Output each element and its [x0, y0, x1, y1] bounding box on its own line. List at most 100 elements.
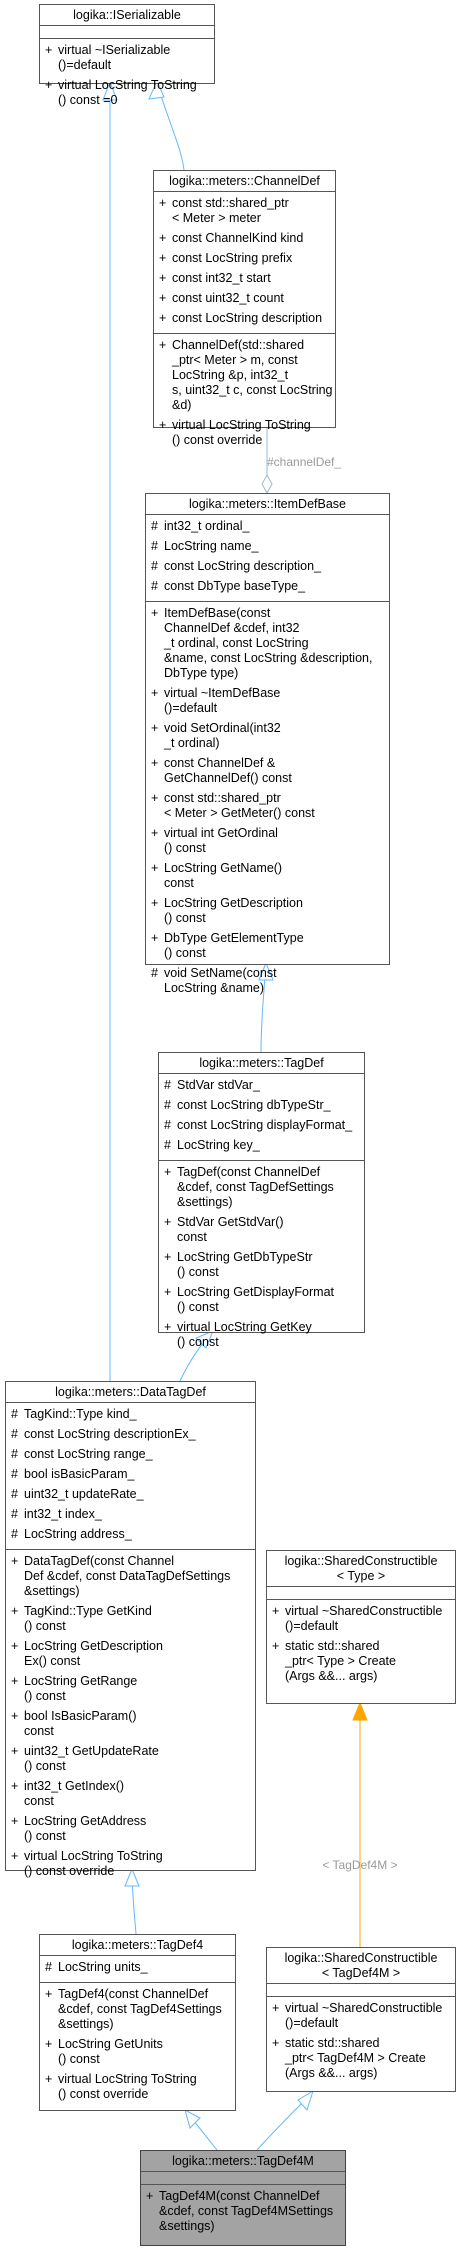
- member-signature: const LocString descriptionEx_: [24, 1427, 196, 1441]
- visibility-marker: +: [159, 338, 167, 352]
- class-tagdef[interactable]: logika::meters::TagDef#StdVar stdVar_#co…: [158, 1052, 365, 1349]
- class-tagdef4m[interactable]: logika::meters::TagDef4M+TagDef4M(const …: [140, 2150, 346, 2246]
- visibility-marker: +: [45, 78, 53, 92]
- method[interactable]: +LocString GetDescription () const: [146, 895, 389, 930]
- attribute[interactable]: #TagKind::Type kind_: [6, 1406, 255, 1426]
- visibility-marker: +: [159, 311, 167, 325]
- method[interactable]: +static std::shared _ptr< Type > Create …: [267, 1638, 455, 1688]
- method[interactable]: +LocString GetName() const: [146, 860, 389, 895]
- method[interactable]: +const ChannelDef & GetChannelDef() cons…: [146, 755, 389, 790]
- method[interactable]: + ItemDefBase(const ChannelDef &cdef, int…: [146, 605, 389, 685]
- visibility-marker: +: [151, 606, 159, 620]
- attribute[interactable]: #StdVar stdVar_: [159, 1077, 364, 1097]
- visibility-marker: #: [164, 1118, 171, 1132]
- method[interactable]: +virtual ~ItemDefBase ()=default: [146, 685, 389, 720]
- class-title: logika::SharedConstructible< TagDef4M >: [267, 1948, 455, 1983]
- attribute[interactable]: #const LocString displayFormat_: [159, 1117, 364, 1137]
- method[interactable]: +virtual ~SharedConstructible ()=default: [267, 1603, 455, 1638]
- attribute[interactable]: #bool isBasicParam_: [6, 1466, 255, 1486]
- method[interactable]: +LocString GetDescription Ex() const: [6, 1638, 255, 1673]
- method[interactable]: +const std::shared_ptr < Meter > GetMete…: [146, 790, 389, 825]
- class-sharedconstructible-tagdef4m[interactable]: logika::SharedConstructible< TagDef4M >+…: [266, 1947, 456, 2092]
- attribute[interactable]: +const LocString prefix: [154, 250, 335, 270]
- method[interactable]: +void SetOrdinal(int32 _t ordinal): [146, 720, 389, 755]
- class-tagdef4[interactable]: logika::meters::TagDef4#LocString units_…: [39, 1934, 236, 2111]
- class-iserializable[interactable]: logika::ISerializable+virtual ~ISerializ…: [39, 4, 215, 107]
- method[interactable]: +LocString GetDisplayFormat () const: [159, 1284, 364, 1319]
- method[interactable]: +LocString GetUnits () const: [40, 2036, 235, 2071]
- visibility-marker: +: [159, 196, 167, 210]
- class-itemdefbase[interactable]: logika::meters::ItemDefBase#int32_t ordi…: [145, 493, 390, 995]
- visibility-marker: +: [151, 931, 159, 945]
- attribute[interactable]: #const DbType baseType_: [146, 578, 389, 598]
- member-signature: virtual LocString ToString () const over…: [58, 2072, 197, 2101]
- visibility-marker: #: [11, 1407, 18, 1421]
- method[interactable]: +LocString GetAddress () const: [6, 1813, 255, 1848]
- attribute[interactable]: #uint32_t updateRate_: [6, 1486, 255, 1506]
- attribute[interactable]: #const LocString range_: [6, 1446, 255, 1466]
- attribute[interactable]: #const LocString descriptionEx_: [6, 1426, 255, 1446]
- method[interactable]: +virtual ~ISerializable ()=default: [40, 42, 214, 77]
- method[interactable]: +TagDef4M(const ChannelDef &cdef, const …: [141, 2188, 345, 2238]
- method[interactable]: +virtual LocString ToString () const ove…: [6, 1848, 255, 1883]
- member-signature: virtual ~ISerializable ()=default: [58, 43, 171, 72]
- method[interactable]: +LocString GetDbTypeStr () const: [159, 1249, 364, 1284]
- member-signature: bool IsBasicParam() const: [24, 1709, 137, 1738]
- visibility-marker: +: [164, 1285, 172, 1299]
- member-signature: bool isBasicParam_: [24, 1467, 135, 1481]
- class-datatagdef[interactable]: logika::meters::DataTagDef#TagKind::Type…: [5, 1381, 256, 1878]
- method[interactable]: +virtual int GetOrdinal () const: [146, 825, 389, 860]
- attribute[interactable]: +const LocString description: [154, 310, 335, 330]
- member-signature: const uint32_t count: [172, 291, 284, 305]
- method[interactable]: +StdVar GetStdVar() const: [159, 1214, 364, 1249]
- visibility-marker: +: [11, 1554, 19, 1568]
- class-channeldef[interactable]: logika::meters::ChannelDef+const std::sh…: [153, 170, 336, 447]
- visibility-marker: +: [159, 271, 167, 285]
- class-title: logika::meters::ItemDefBase: [146, 494, 389, 514]
- method[interactable]: +TagDef(const ChannelDef &cdef, const Ta…: [159, 1164, 364, 1214]
- method[interactable]: +virtual ~SharedConstructible ()=default: [267, 2000, 455, 2035]
- visibility-marker: #: [151, 966, 158, 980]
- attribute[interactable]: +const uint32_t count: [154, 290, 335, 310]
- method[interactable]: +virtual LocString ToString () const =0: [40, 77, 214, 112]
- attributes-section: [267, 1983, 455, 1996]
- class-sharedconstructible-type[interactable]: logika::SharedConstructible< Type >+virt…: [266, 1550, 456, 1704]
- method[interactable]: +LocString GetRange () const: [6, 1673, 255, 1708]
- method[interactable]: +virtual LocString ToString () const ove…: [154, 417, 335, 452]
- method[interactable]: +virtual LocString GetKey () const: [159, 1319, 364, 1354]
- member-signature: int32_t ordinal_: [164, 519, 250, 533]
- attribute[interactable]: #LocString address_: [6, 1526, 255, 1546]
- attribute[interactable]: +const int32_t start: [154, 270, 335, 290]
- method[interactable]: +static std::shared _ptr< TagDef4M > Cre…: [267, 2035, 455, 2085]
- member-signature: virtual LocString ToString () const over…: [172, 418, 311, 447]
- method[interactable]: +DataTagDef(const Channel Def &cdef, con…: [6, 1553, 255, 1603]
- member-signature: ItemDefBase(const ChannelDef &cdef, int3…: [164, 606, 373, 680]
- arrowhead-iserializable-left: [102, 80, 118, 101]
- attribute[interactable]: +const ChannelKind kind: [154, 230, 335, 250]
- member-signature: void SetName(const LocString &name): [164, 966, 277, 995]
- visibility-marker: +: [164, 1320, 172, 1334]
- method[interactable]: +TagKind::Type GetKind () const: [6, 1603, 255, 1638]
- method[interactable]: + virtual LocString ToString () const ove…: [40, 2071, 235, 2106]
- method[interactable]: +TagDef4(const ChannelDef &cdef, const T…: [40, 1986, 235, 2036]
- visibility-marker: +: [159, 251, 167, 265]
- attribute[interactable]: +const std::shared_ptr < Meter > meter: [154, 195, 335, 230]
- member-signature: const LocString range_: [24, 1447, 153, 1461]
- attribute[interactable]: #LocString key_: [159, 1137, 364, 1157]
- method[interactable]: # void SetName(const LocString &name): [146, 965, 389, 1000]
- visibility-marker: +: [45, 2072, 53, 2086]
- attribute[interactable]: #int32_t index_: [6, 1506, 255, 1526]
- methods-section: +DataTagDef(const Channel Def &cdef, con…: [6, 1549, 255, 1886]
- method[interactable]: +uint32_t GetUpdateRate () const: [6, 1743, 255, 1778]
- method[interactable]: +int32_t GetIndex() const: [6, 1778, 255, 1813]
- attribute[interactable]: #const LocString dbTypeStr_: [159, 1097, 364, 1117]
- method[interactable]: +ChannelDef(std::shared _ptr< Meter > m,…: [154, 337, 335, 417]
- method[interactable]: +DbType GetElementType () const: [146, 930, 389, 965]
- member-signature: virtual LocString ToString () const over…: [24, 1849, 163, 1878]
- visibility-marker: +: [151, 756, 159, 770]
- method[interactable]: +bool IsBasicParam() const: [6, 1708, 255, 1743]
- attribute[interactable]: #LocString name_: [146, 538, 389, 558]
- attribute[interactable]: #int32_t ordinal_: [146, 518, 389, 538]
- attribute[interactable]: #LocString units_: [40, 1959, 235, 1979]
- attribute[interactable]: #const LocString description_: [146, 558, 389, 578]
